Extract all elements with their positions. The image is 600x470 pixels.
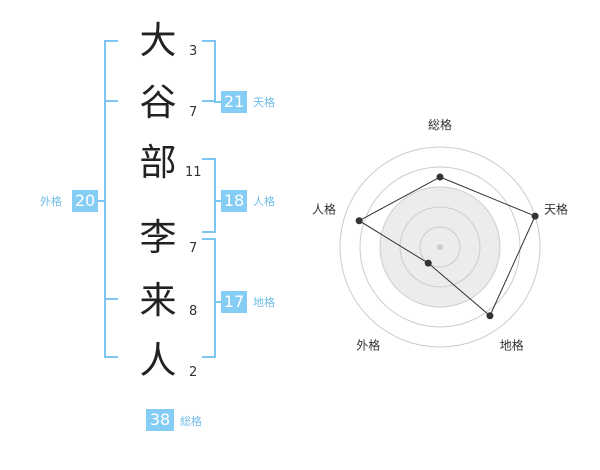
gaikaku-bracket-tick (104, 40, 118, 42)
gaikaku-bracket (104, 40, 106, 358)
name-char: 李 (139, 216, 177, 259)
gaikaku-connector (98, 200, 106, 202)
chikaku-bracket (214, 238, 216, 358)
stroke-count: 3 (189, 44, 198, 59)
tenkaku-connector (214, 101, 222, 103)
radar-point (531, 212, 539, 220)
jinkaku-bracket-tick (202, 231, 216, 233)
gaikaku-bracket-tick (104, 298, 118, 300)
stroke-count: 2 (189, 365, 198, 380)
gaikaku-bracket-tick (104, 100, 118, 102)
jinkaku-value: 18 (221, 190, 247, 212)
tenkaku-bracket-tick (202, 40, 216, 42)
radar-series-line (358, 176, 536, 317)
radar-axis-label: 外格 (356, 338, 380, 353)
name-char: 部 (139, 141, 177, 184)
radar-axis-label: 天格 (544, 201, 568, 216)
soukaku-value: 38 (146, 409, 174, 431)
jinkaku-bracket-tick (202, 158, 216, 160)
gaikaku-value: 20 (72, 190, 98, 212)
radar-axis-label: 人格 (312, 201, 336, 216)
chikaku-connector (214, 301, 222, 303)
chikaku-value: 17 (221, 291, 247, 313)
chikaku-label: 地格 (253, 296, 275, 309)
name-char: 谷 (139, 81, 177, 124)
tenkaku-value: 21 (221, 91, 247, 113)
radar-point (355, 217, 363, 225)
stroke-count: 11 (185, 165, 202, 180)
tenkaku-bracket (214, 40, 216, 102)
name-char: 人 (139, 339, 177, 382)
jinkaku-label: 人格 (253, 195, 275, 208)
gaikaku-bracket-tick (104, 356, 118, 358)
radar-axis-label: 地格 (500, 338, 524, 353)
radar-center (437, 244, 443, 250)
tenkaku-label: 天格 (253, 96, 275, 109)
chikaku-bracket-tick (202, 238, 216, 240)
radar-point (424, 259, 432, 267)
stroke-count: 8 (189, 304, 198, 319)
stroke-count: 7 (189, 105, 198, 120)
stroke-count: 7 (189, 241, 198, 256)
soukaku-label: 総格 (180, 415, 202, 428)
name-char: 大 (139, 19, 177, 62)
radar-axis-label: 総格 (428, 117, 452, 132)
tenkaku-bracket-tick (202, 100, 216, 102)
jinkaku-bracket (214, 158, 216, 233)
gaikaku-label: 外格 (40, 195, 62, 208)
chikaku-bracket-tick (202, 356, 216, 358)
jinkaku-connector (214, 200, 222, 202)
name-char: 来 (139, 279, 177, 322)
radar-point (486, 312, 494, 320)
radar-point (436, 173, 444, 181)
